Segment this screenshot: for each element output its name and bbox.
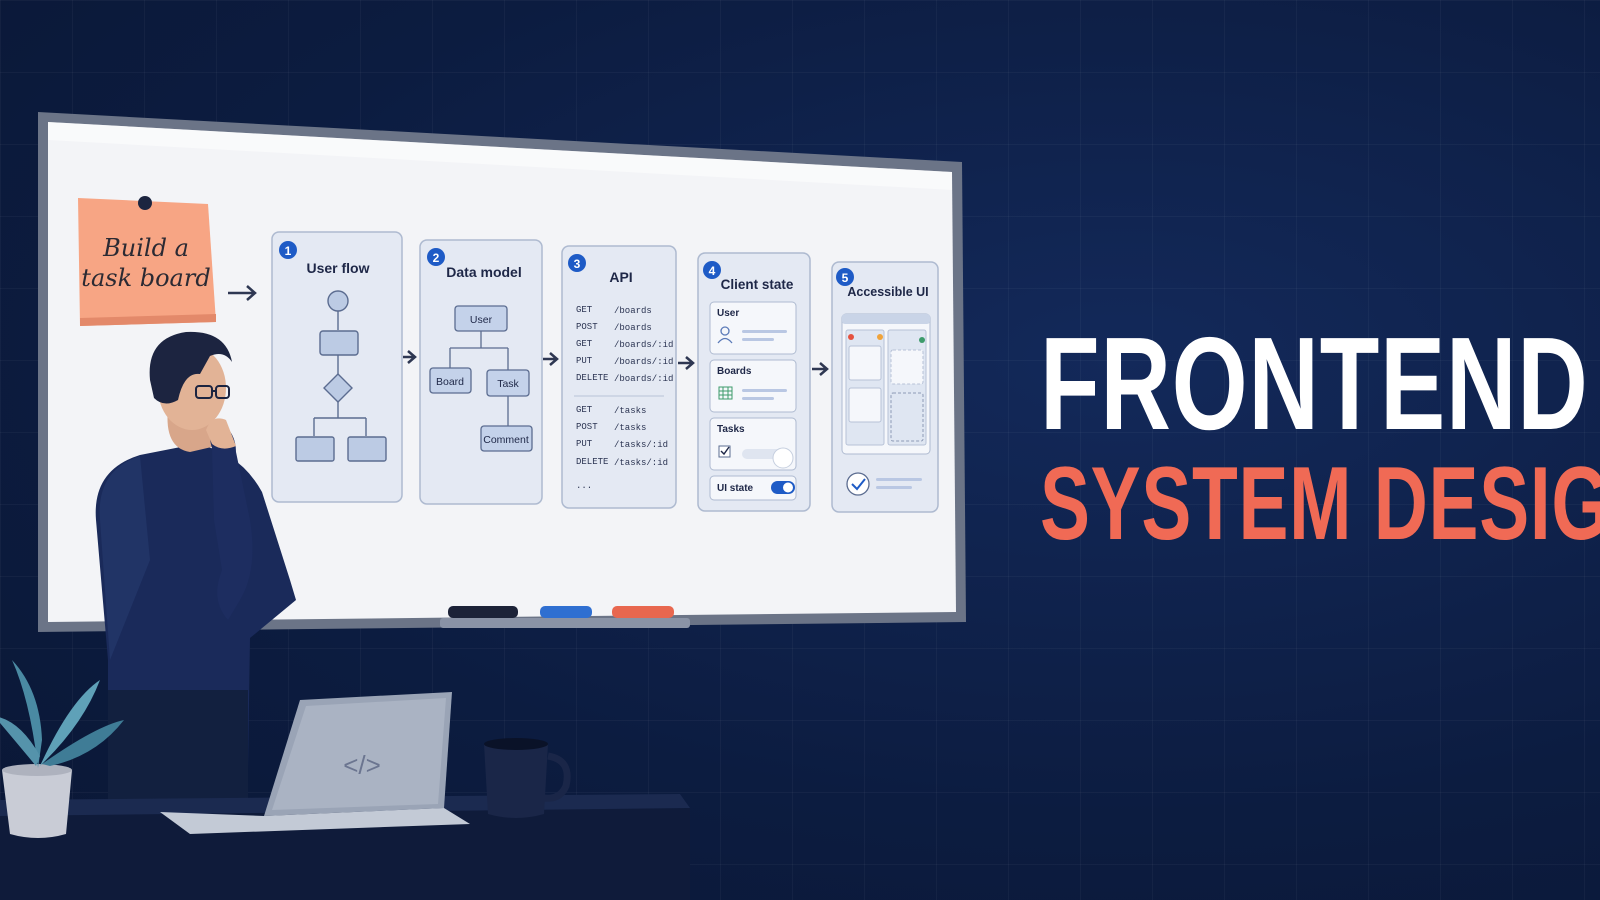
checkbox-icon bbox=[718, 445, 731, 458]
api-method: GET bbox=[576, 339, 593, 349]
api-path: /boards/:id bbox=[614, 340, 673, 350]
state-section-label: Boards bbox=[717, 366, 752, 377]
api-path: /boards/:id bbox=[614, 374, 673, 384]
red-marker-icon bbox=[612, 606, 674, 618]
api-path: /tasks bbox=[614, 423, 646, 433]
entity-label: Task bbox=[497, 378, 519, 390]
flowchart-icon bbox=[295, 290, 387, 462]
blue-marker-icon bbox=[540, 606, 592, 618]
step-badge bbox=[279, 241, 297, 259]
step-number: 3 bbox=[574, 257, 581, 271]
step-number: 4 bbox=[709, 264, 716, 278]
desk-scene: </> bbox=[0, 660, 690, 900]
arm bbox=[210, 422, 253, 620]
headline-line-2: SYSTEM DESIGN bbox=[1040, 446, 1600, 562]
step-card-user-flow: 1 User flow bbox=[271, 231, 403, 503]
api-method: DELETE bbox=[576, 457, 608, 467]
api-method: POST bbox=[576, 322, 598, 332]
entity-node bbox=[429, 367, 472, 394]
api-method: GET bbox=[576, 405, 593, 415]
step-card-client-state: 4 Client state User Boards Tasks UI stat… bbox=[697, 252, 811, 512]
step-number: 1 bbox=[285, 244, 292, 258]
person-illustration bbox=[95, 331, 296, 900]
checkmark-icon bbox=[846, 472, 870, 496]
api-path: /tasks/:id bbox=[614, 440, 668, 450]
arrow-right-icon bbox=[228, 285, 257, 301]
step-title: User flow bbox=[306, 260, 369, 276]
step-card-data-model: 2 Data model User Board Task Comment bbox=[419, 239, 543, 505]
step-badge bbox=[703, 261, 721, 279]
arrow-right-icon bbox=[812, 362, 829, 376]
entity-label: Board bbox=[436, 376, 464, 388]
state-section-label: User bbox=[717, 308, 739, 319]
api-method: POST bbox=[576, 422, 598, 432]
code-icon: </> bbox=[343, 750, 381, 780]
api-more: ... bbox=[576, 481, 592, 491]
step-title: API bbox=[609, 269, 632, 285]
api-path: /boards bbox=[614, 323, 652, 333]
toggle-knob-icon bbox=[772, 447, 794, 469]
step-badge bbox=[568, 254, 586, 272]
hair bbox=[149, 331, 232, 404]
arrow-right-icon bbox=[678, 356, 695, 370]
api-path: /tasks/:id bbox=[614, 458, 668, 468]
black-marker-icon bbox=[448, 606, 518, 618]
api-method: DELETE bbox=[576, 373, 608, 383]
step-title: Data model bbox=[446, 264, 521, 280]
grid-icon bbox=[718, 386, 733, 400]
arrow-right-icon bbox=[543, 352, 559, 366]
state-section-label: Tasks bbox=[717, 424, 745, 435]
board-mockup-icon bbox=[841, 313, 931, 455]
toggle-icon bbox=[771, 481, 795, 494]
laptop: </> bbox=[160, 692, 470, 834]
flow-arrows bbox=[228, 285, 829, 376]
state-section bbox=[709, 301, 797, 355]
step-title: Client state bbox=[721, 277, 794, 292]
entity-node bbox=[486, 369, 530, 397]
entity-label: User bbox=[470, 314, 493, 326]
api-path: /boards bbox=[614, 306, 652, 316]
api-method: GET bbox=[576, 305, 593, 315]
step-card-api: 3 API GET /boards POST /boards GET /boar… bbox=[561, 245, 677, 509]
entity-node bbox=[454, 305, 508, 332]
sticky-note: Build a task board bbox=[78, 196, 216, 326]
step-badge bbox=[427, 248, 445, 266]
api-path: /tasks bbox=[614, 406, 646, 416]
step-card-accessible-ui: 5 Accessible UI bbox=[831, 261, 939, 513]
step-badge bbox=[836, 268, 854, 286]
api-path: /boards/:id bbox=[614, 357, 673, 367]
state-section-label: UI state bbox=[717, 483, 754, 494]
sticky-line-2: task board bbox=[81, 264, 210, 292]
sticky-line-1: Build a bbox=[102, 234, 189, 262]
desk bbox=[0, 808, 690, 900]
hand bbox=[206, 418, 236, 449]
api-method: PUT bbox=[576, 356, 593, 366]
step-title: Accessible UI bbox=[847, 285, 928, 299]
step-number: 2 bbox=[433, 251, 440, 265]
arrow-right-icon bbox=[403, 350, 417, 364]
headline-line-1: FRONTEND bbox=[1040, 310, 1589, 457]
marker-tray bbox=[440, 618, 690, 628]
api-method: PUT bbox=[576, 439, 593, 449]
pin-icon bbox=[138, 196, 152, 210]
glasses-icon bbox=[195, 385, 230, 399]
plant-icon bbox=[0, 660, 124, 838]
step-number: 5 bbox=[842, 271, 849, 285]
mug-icon bbox=[484, 738, 571, 818]
entity-label: Comment bbox=[483, 434, 529, 446]
user-icon bbox=[717, 326, 733, 344]
entity-node bbox=[480, 425, 533, 452]
